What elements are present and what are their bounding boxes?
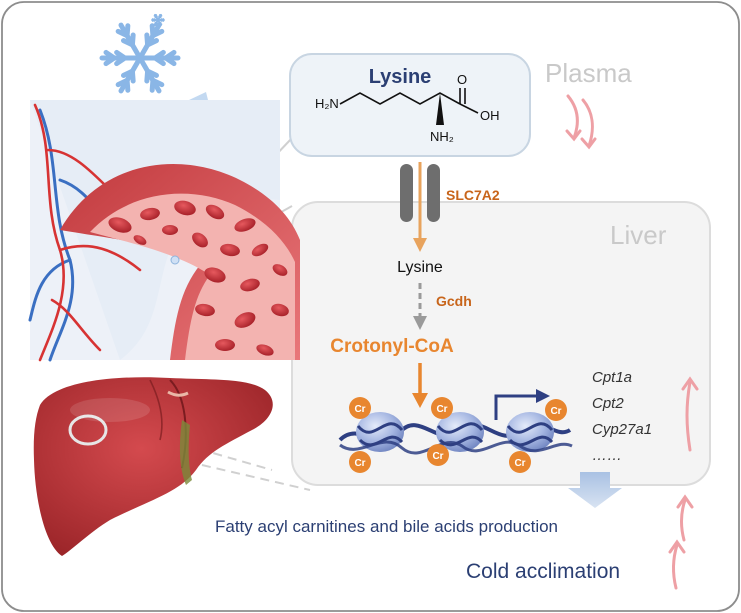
red-blood-cell — [271, 303, 289, 317]
red-blood-cell — [272, 264, 288, 276]
blood-vessel-illustration — [28, 100, 300, 362]
cr-mark-icon — [509, 451, 531, 473]
red-blood-cell — [205, 204, 225, 220]
red-blood-cell — [140, 207, 160, 221]
carbonyl-o-label: O — [457, 72, 467, 87]
snowflake-icon — [99, 22, 181, 94]
red-blood-cells — [108, 200, 289, 356]
red-blood-cell — [234, 218, 256, 232]
red-blood-cell — [204, 267, 226, 283]
plasma-down-arrows — [565, 94, 597, 150]
slc7a2-label: SLC7A2 — [446, 187, 500, 203]
red-blood-cell — [256, 344, 274, 356]
amine-bottom-label: NH₂ — [430, 129, 454, 144]
gcdh-arrow-head — [413, 316, 427, 330]
nucleosome-icon — [506, 412, 554, 452]
cr-mark-label: Cr — [550, 406, 561, 417]
gene-up-arrow — [681, 376, 699, 452]
cr-mark-icon — [349, 451, 371, 473]
outcome-fatty-acyl-label: Fatty acyl carnitines and bile acids pro… — [215, 517, 558, 536]
slc7a2-transporter-icon — [400, 164, 440, 222]
cr-mark-icon — [349, 397, 371, 419]
cr-mark-label: Cr — [514, 458, 525, 469]
red-blood-cell — [174, 200, 196, 216]
red-blood-cell — [195, 303, 215, 317]
red-blood-cell — [108, 217, 132, 233]
cr-mark-icon — [427, 444, 449, 466]
crotonylation-arrow-head — [412, 393, 428, 408]
red-blood-cell — [234, 312, 256, 328]
gene-label: Cyp27a1 — [592, 421, 652, 438]
gene-label: Cpt1a — [592, 369, 632, 386]
transcription-arrow-head — [536, 389, 550, 403]
outcome-2-up-arrow — [668, 539, 686, 590]
flow-arrow — [568, 472, 622, 508]
lysine-liver-label: Lysine — [397, 259, 443, 276]
small-snowflake-icon — [151, 13, 165, 27]
plasma-label: Plasma — [545, 58, 632, 88]
amine-left-label: H₂N — [315, 96, 339, 111]
gcdh-label: Gcdh — [436, 293, 472, 309]
cr-mark-label: Cr — [432, 451, 443, 462]
lysine-title: Lysine — [369, 66, 432, 88]
crotonyl-coa-label: Crotonyl-CoA — [330, 336, 454, 357]
cold-acclimation-label: Cold acclimation — [466, 560, 620, 583]
cr-mark-label: Cr — [436, 404, 447, 415]
transcription-arrow — [494, 394, 538, 420]
liver-label: Liver — [610, 220, 667, 250]
red-blood-cell — [240, 278, 260, 292]
gene-label: Cpt2 — [592, 395, 624, 412]
cr-mark-icon — [431, 397, 453, 419]
hydroxyl-label: OH — [480, 108, 500, 123]
red-blood-cell — [133, 235, 147, 245]
cr-mark-label: Cr — [354, 458, 365, 469]
red-blood-cell — [162, 225, 178, 235]
red-blood-cell — [192, 232, 208, 248]
wedge-bond — [436, 93, 444, 125]
red-blood-cell — [220, 243, 240, 257]
red-blood-cell — [251, 243, 269, 257]
cr-mark-label: Cr — [354, 404, 365, 415]
red-blood-cell — [215, 339, 235, 351]
cr-mark-icon — [545, 399, 567, 421]
lysine-molecule-box — [289, 53, 531, 157]
gene-label: …… — [592, 447, 622, 464]
liver-illustration — [33, 377, 273, 556]
outcome-1-up-arrow — [676, 494, 694, 542]
transport-arrow-head — [413, 238, 427, 252]
